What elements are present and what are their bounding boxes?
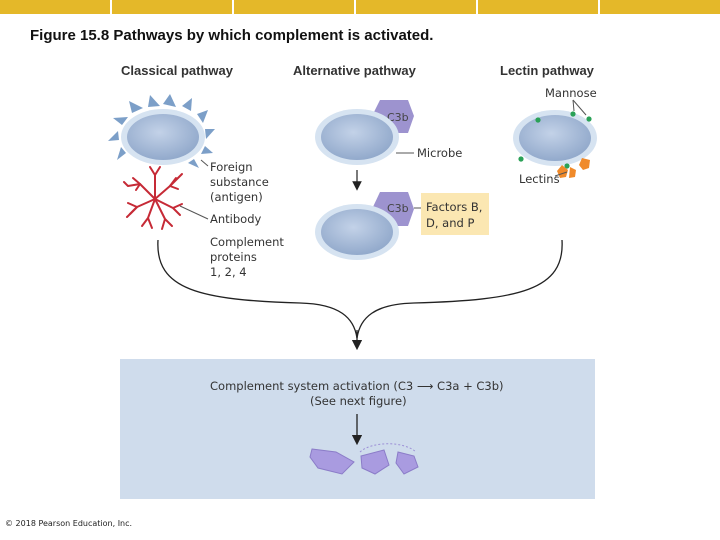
antibody-cluster-icon [123,166,183,230]
complement-proteins-label: proteins [210,250,257,264]
lectins-leader-line [554,171,568,177]
foreign-substance-label: substance [210,175,269,189]
classical-pathway-header: Classical pathway [121,63,234,78]
mannose-leader-lines [572,99,587,116]
lectin-cell-icon [519,115,591,161]
factors-label: Factors B, [426,200,482,214]
lectins-label: Lectins [519,172,560,186]
foreign-substance-label: (antigen) [210,190,263,204]
accent-bar-segment [600,0,720,14]
c3-fragments-icon [309,443,419,475]
accent-bar-segment [356,0,476,14]
factors-label: D, and P [426,216,474,230]
complement-proteins-label: 1, 2, 4 [210,265,247,279]
c3b-top-label: C3b [387,111,409,124]
figure-title: Figure 15.8 Pathways by which complement… [30,27,434,44]
antibody-label: Antibody [210,212,261,226]
accent-top-bar [0,0,720,14]
foreign-cell-icon [127,114,199,160]
copyright-notice: © 2018 Pearson Education, Inc. [5,519,133,528]
activation-label: Complement system activation (C3 ⟶ C3a +… [210,379,504,393]
microbe-cell-icon [321,114,393,160]
mannose-label: Mannose [545,86,597,100]
classical-leader-lines [179,159,209,220]
accent-bar-segment [234,0,354,14]
accent-bar-segment [478,0,598,14]
accent-bar-segment [0,0,110,14]
foreign-substance-label: Foreign [210,160,253,174]
microbe-bound-cell-icon [321,209,393,255]
activation-subtitle: (See next figure) [310,394,407,408]
c3b-bottom-label: C3b [387,202,409,215]
microbe-label: Microbe [417,146,462,160]
alternative-pathway-header: Alternative pathway [293,63,417,78]
antigen-spikes-icon [108,94,215,168]
factors-box [421,193,489,235]
converging-brace [157,239,563,339]
accent-bar-segment [112,0,232,14]
lectin-pathway-header: Lectin pathway [500,63,595,78]
complement-proteins-label: Complement [210,235,284,249]
